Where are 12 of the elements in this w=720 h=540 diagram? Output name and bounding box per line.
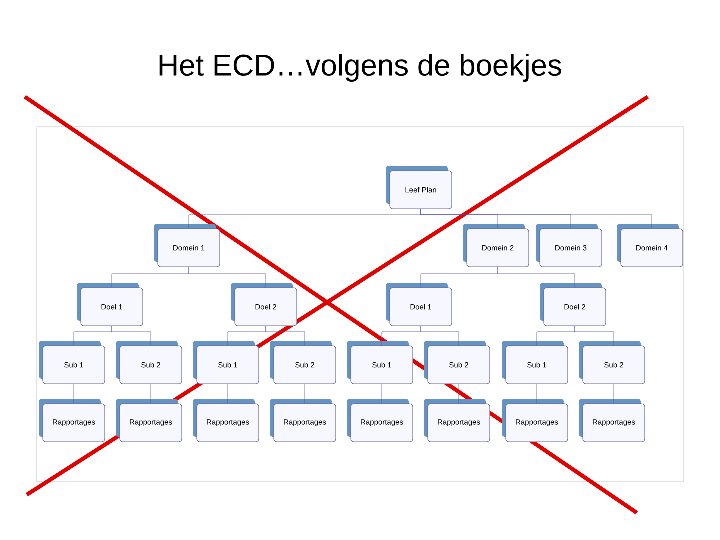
connector bbox=[536, 384, 538, 404]
connector bbox=[420, 326, 460, 346]
connector bbox=[574, 326, 614, 346]
connector bbox=[304, 384, 306, 404]
connector bbox=[150, 384, 152, 404]
connector bbox=[112, 326, 152, 346]
connector bbox=[498, 267, 576, 288]
connector bbox=[458, 384, 460, 404]
connector bbox=[188, 267, 266, 288]
title: Het ECD…volgens de boekjes bbox=[160, 54, 562, 82]
connector bbox=[266, 326, 306, 346]
connector bbox=[420, 209, 652, 229]
